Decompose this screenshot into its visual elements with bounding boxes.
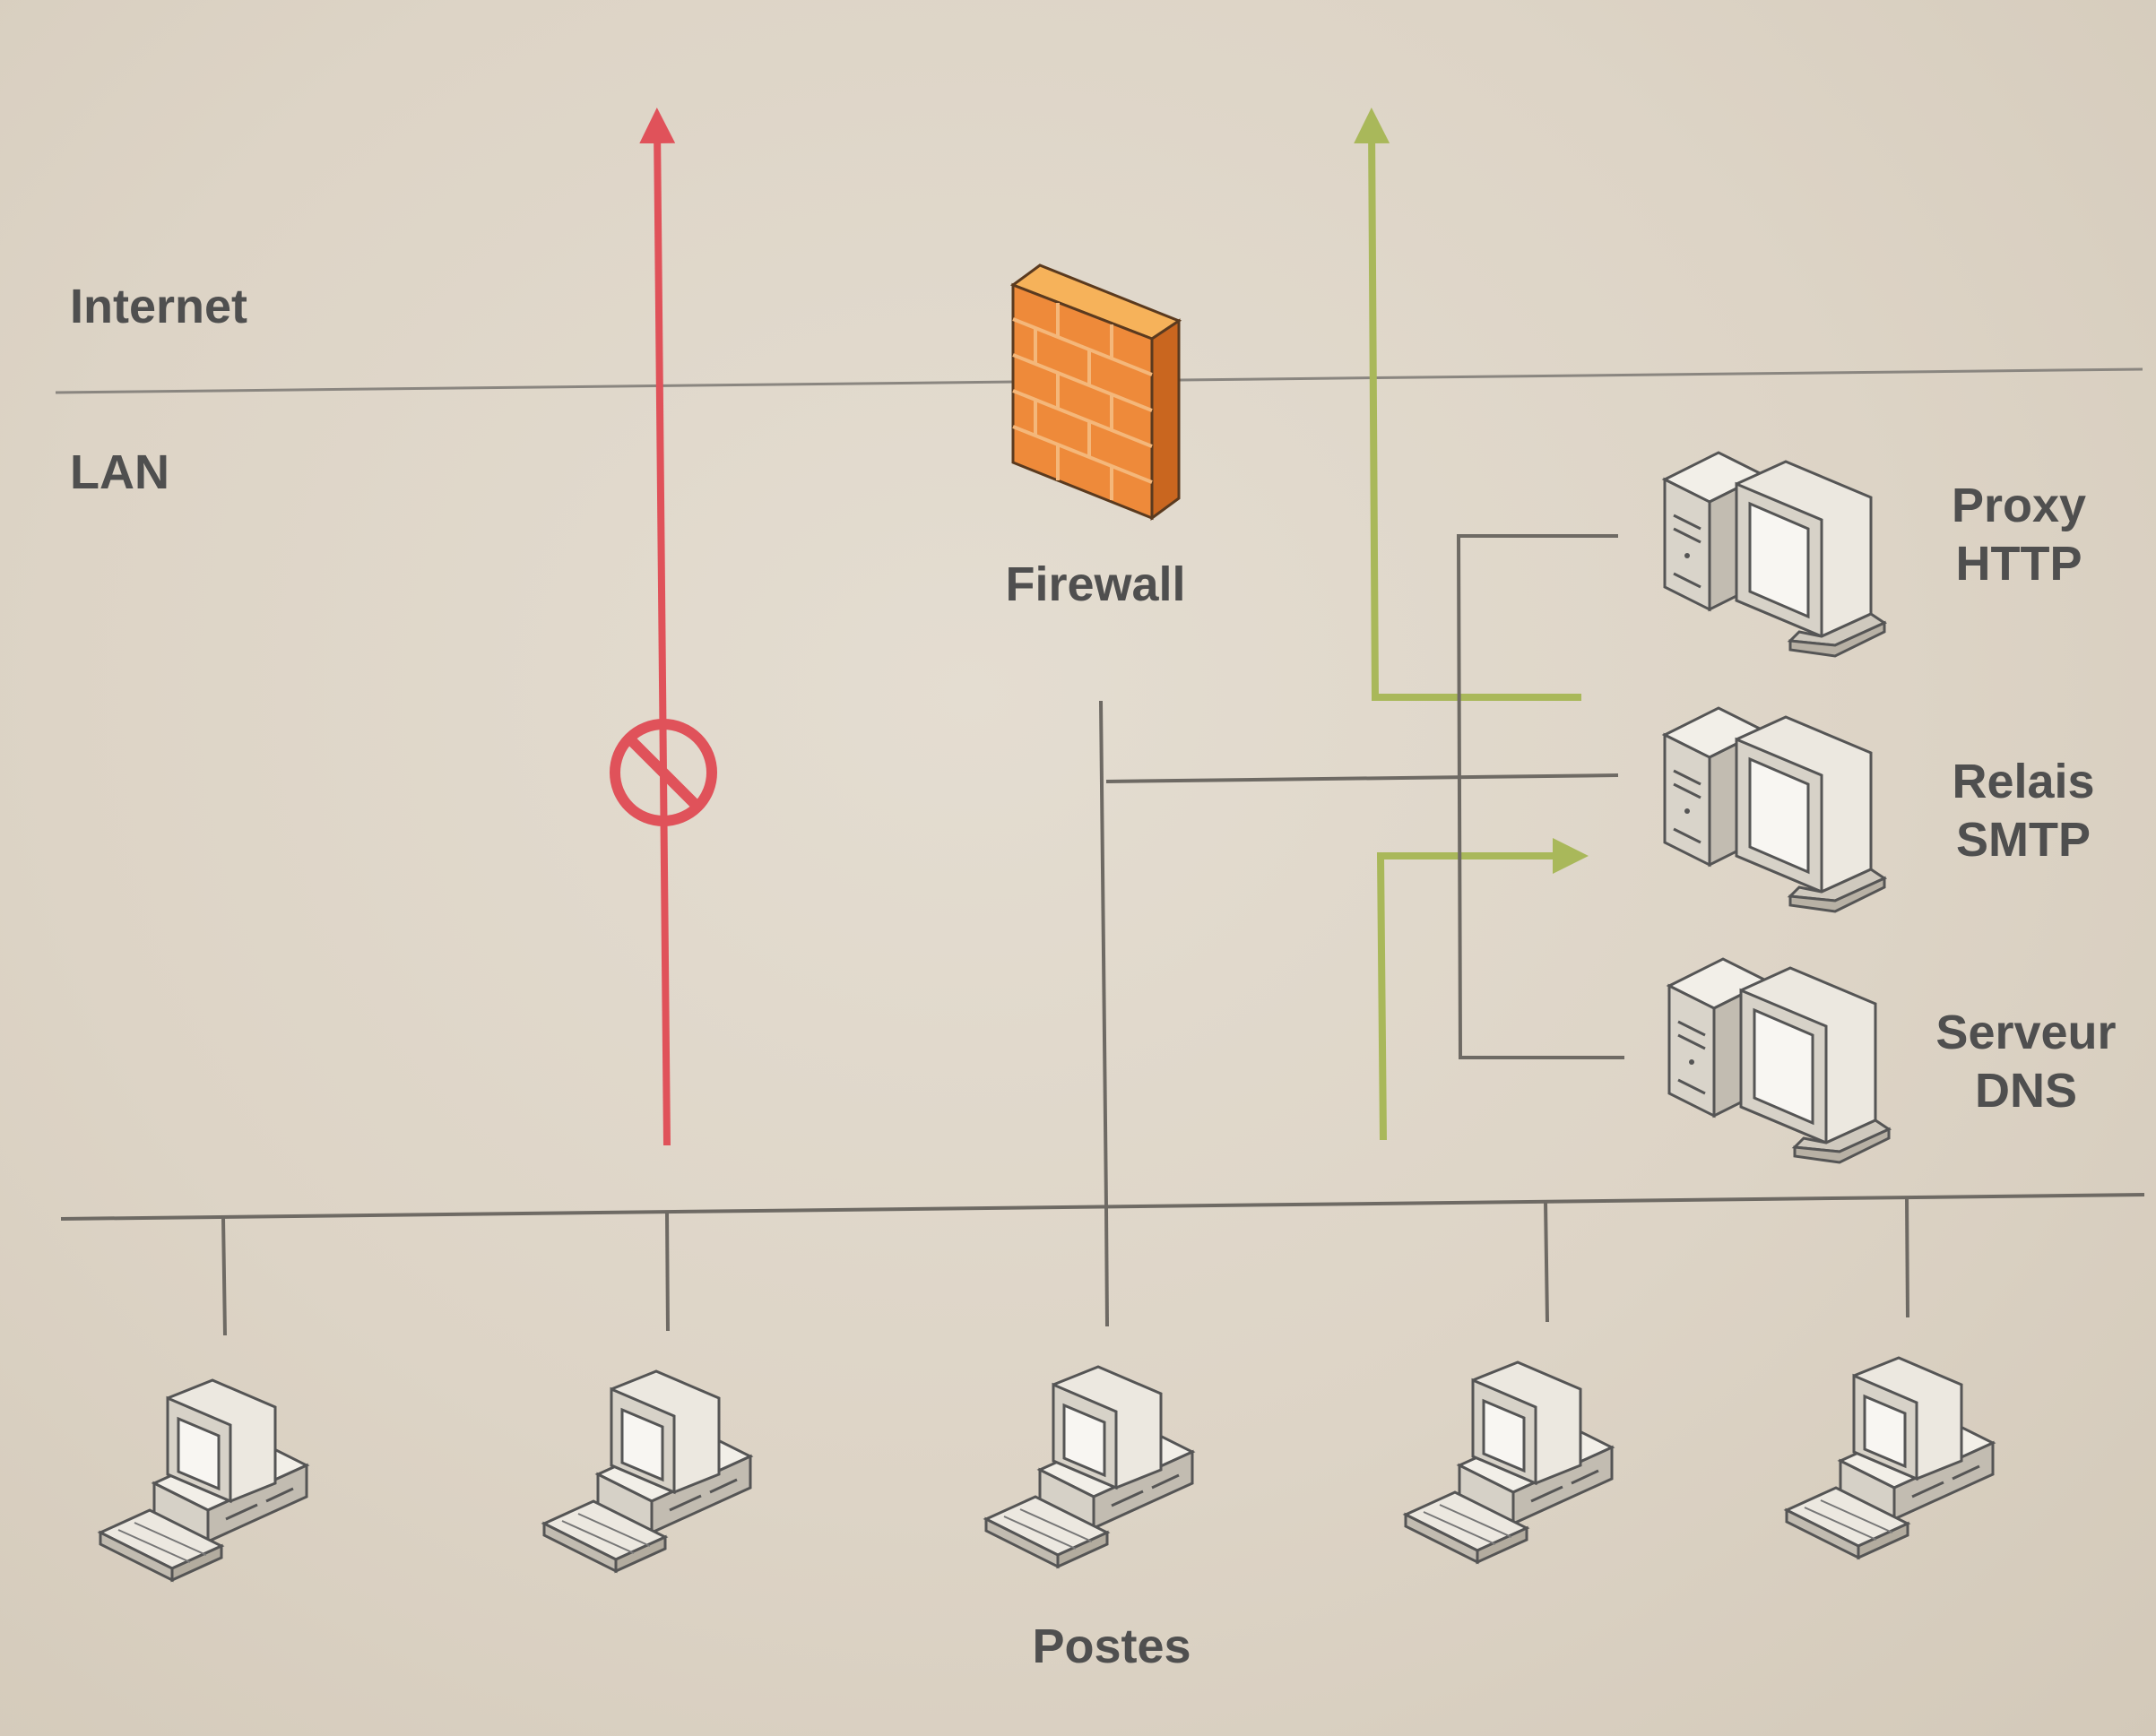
server-label-line2: HTTP	[1955, 536, 2082, 591]
server-label-dns: Serveur DNS	[1935, 1004, 2116, 1120]
workstation-icon	[99, 1378, 308, 1582]
server-label-smtp: Relais SMTP	[1952, 753, 2094, 869]
server-icon-dns	[1667, 957, 1891, 1164]
server-label-proxy: Proxy HTTP	[1952, 477, 2086, 593]
zone-label-lan: LAN	[70, 445, 169, 499]
no-entry-icon	[610, 719, 717, 826]
lan-bus	[60, 1193, 2145, 1336]
server-label-line2: DNS	[1974, 1063, 2078, 1118]
server-label-line1: Relais	[1952, 755, 2095, 808]
firewall-icon	[1011, 263, 1181, 520]
server-label-line1: Proxy	[1951, 479, 2087, 532]
workstations-label: Postes	[1032, 1619, 1191, 1673]
server-label-line2: SMTP	[1955, 812, 2091, 867]
server-label-line1: Serveur	[1935, 1006, 2117, 1059]
zone-label-internet: Internet	[70, 280, 248, 333]
allowed-flow-smtp-arrow	[1376, 838, 1589, 1141]
workstation-icon	[1785, 1356, 1995, 1559]
workstation-icon	[1404, 1360, 1614, 1564]
allowed-flow-proxy-arrow	[1354, 108, 1581, 701]
blocked-flow-arrow	[639, 108, 676, 1146]
server-icon-proxy	[1663, 451, 1886, 658]
workstation-icon	[984, 1365, 1194, 1568]
firewall-label: Firewall	[1005, 557, 1186, 611]
firewall-links	[1099, 534, 1624, 1208]
server-icon-smtp	[1663, 706, 1886, 913]
workstation-icon	[542, 1369, 752, 1573]
